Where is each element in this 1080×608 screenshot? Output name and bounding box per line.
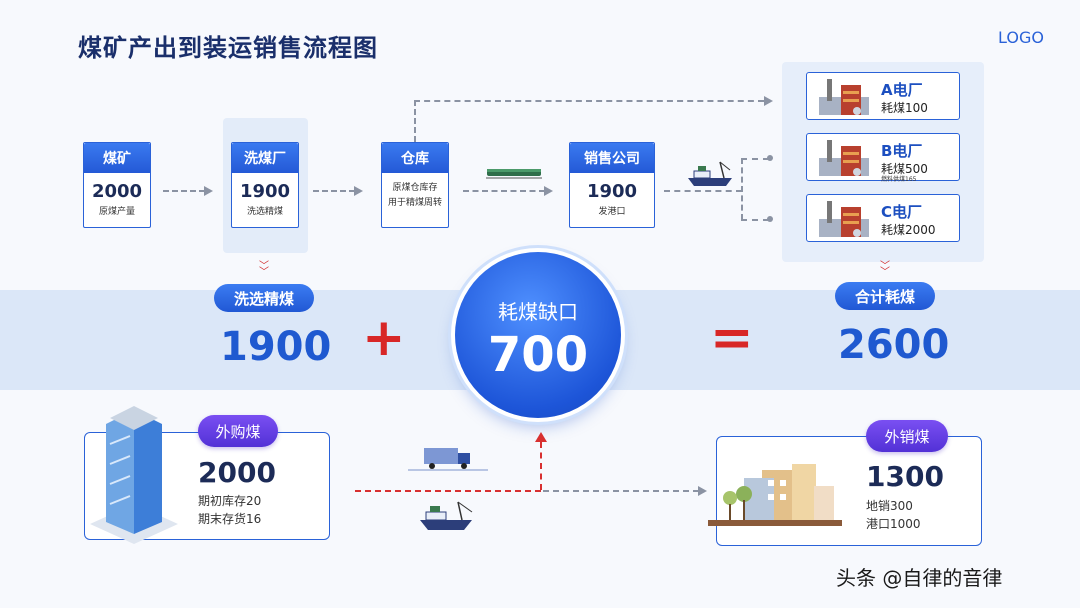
chevron-down-icon: ﹀﹀ xyxy=(259,261,269,278)
purchase-value: 2000 xyxy=(198,456,276,489)
process-note: 发港口 xyxy=(598,207,626,217)
plant-value: 耗煤2000 xyxy=(881,223,936,237)
arrow-head xyxy=(354,186,363,196)
coal-gap-value: 700 xyxy=(487,327,589,383)
arrow-head xyxy=(544,186,553,196)
plant-b: B电厂 耗煤500 燃料供煤165 xyxy=(806,133,960,183)
arrow-line xyxy=(741,158,769,160)
arrow-line xyxy=(540,442,542,490)
arrow-line xyxy=(463,190,545,192)
purchase-pill: 外购煤 xyxy=(198,415,278,447)
chevron-down-icon: ﹀﹀ xyxy=(880,261,890,278)
arrow-dot xyxy=(767,155,773,161)
total-consumption-pill: 合计耗煤 xyxy=(835,282,935,310)
arrow-line xyxy=(414,100,416,142)
power-plant-icon xyxy=(819,201,869,237)
process-value: 1900 xyxy=(239,181,291,202)
process-title: 煤矿 xyxy=(84,143,150,173)
process-coal-mine: 煤矿 2000 原煤产量 xyxy=(83,142,151,228)
train-icon xyxy=(486,169,542,179)
process-note: 原煤产量 xyxy=(98,207,135,217)
arrow-line xyxy=(355,490,541,492)
power-plant-icon xyxy=(819,140,869,176)
process-note-2: 用于精煤周转 xyxy=(387,198,442,208)
arrow-line xyxy=(741,219,769,221)
arrow-line xyxy=(414,100,764,102)
building-icon xyxy=(90,406,178,544)
arrow-line xyxy=(313,190,355,192)
process-title: 销售公司 xyxy=(570,143,654,173)
process-note: 洗选精煤 xyxy=(246,207,283,217)
plant-name: C电厂 xyxy=(881,203,923,221)
process-note-1: 原煤仓库存 xyxy=(392,183,438,193)
plus-sign: + xyxy=(362,308,406,368)
plant-extra: 燃料供煤165 xyxy=(881,176,917,183)
arrow-line xyxy=(543,490,699,492)
arrow-head xyxy=(204,186,213,196)
sales-value: 1300 xyxy=(866,460,944,493)
purchase-line-2: 期末存货16 xyxy=(198,512,262,526)
total-consumption-value: 2600 xyxy=(838,322,950,368)
watermark: 头条 @自律的音律 xyxy=(836,566,1003,590)
logo: LOGO xyxy=(998,28,1044,47)
process-wash-plant: 洗煤厂 1900 洗选精煤 xyxy=(231,142,299,228)
process-sales-company: 销售公司 1900 发港口 xyxy=(569,142,655,228)
process-title: 仓库 xyxy=(382,143,448,173)
washed-coal-value: 1900 xyxy=(220,324,332,370)
arrow-head xyxy=(698,486,707,496)
arrow-line xyxy=(664,190,742,192)
arrow-line xyxy=(163,190,205,192)
plant-value: 耗煤100 xyxy=(881,101,928,115)
process-title: 洗煤厂 xyxy=(232,143,298,173)
power-plant-icon xyxy=(819,79,869,115)
ship-icon xyxy=(420,501,473,530)
process-value: 1900 xyxy=(586,181,638,202)
page-title: 煤矿产出到装运销售流程图 xyxy=(78,34,378,62)
sales-line-2: 港口1000 xyxy=(866,517,921,531)
plant-a: A电厂 耗煤100 xyxy=(806,72,960,120)
arrow-line xyxy=(741,158,743,220)
purchase-line-1: 期初库存20 xyxy=(198,494,262,508)
arrow-head xyxy=(535,432,547,442)
city-buildings-icon xyxy=(708,464,842,526)
process-value: 2000 xyxy=(91,181,143,202)
sales-line-1: 地销300 xyxy=(866,499,913,513)
coal-gap-label: 耗煤缺口 xyxy=(498,300,578,324)
washed-coal-pill: 洗选精煤 xyxy=(214,284,314,312)
coal-gap-circle: 耗煤缺口 700 xyxy=(455,252,621,418)
plant-value: 耗煤500 xyxy=(881,162,928,176)
arrow-head xyxy=(764,96,773,106)
process-warehouse: 仓库 原煤仓库存 用于精煤周转 xyxy=(381,142,449,228)
plant-c: C电厂 耗煤2000 xyxy=(806,194,960,242)
equals-sign: = xyxy=(710,308,754,368)
plant-name: B电厂 xyxy=(881,142,923,160)
sales-pill: 外销煤 xyxy=(866,420,948,452)
ship-icon xyxy=(688,161,732,186)
arrow-dot xyxy=(767,216,773,222)
plant-name: A电厂 xyxy=(881,81,923,99)
truck-icon xyxy=(408,448,488,471)
